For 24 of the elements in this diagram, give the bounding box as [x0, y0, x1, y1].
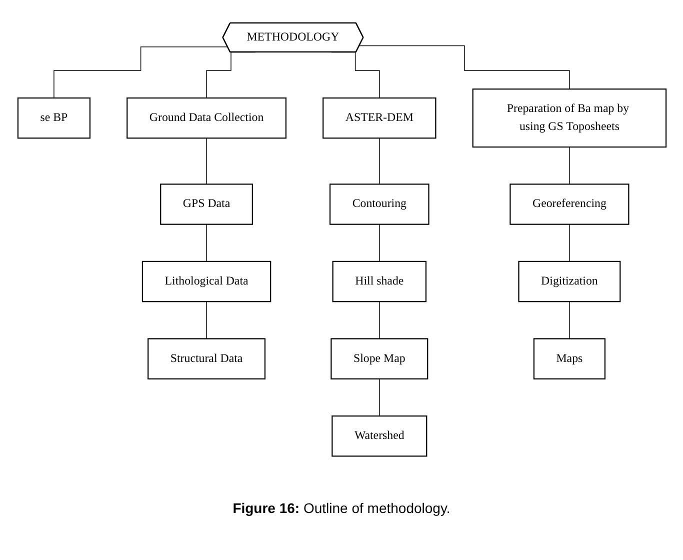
connector — [378, 224, 380, 262]
connector — [358, 46, 570, 90]
connector — [568, 147, 570, 185]
node-box: Maps — [532, 338, 606, 380]
figure-caption: Figure 16: Outline of methodology. — [232, 500, 450, 516]
node-box: Preparation of Ba map by using GS Toposheets — [472, 88, 666, 148]
node-box: Slope Map — [330, 338, 428, 380]
node-box: Digitization — [518, 261, 620, 303]
connector — [568, 224, 570, 262]
node-box: Lithological Data — [141, 261, 271, 303]
connector — [378, 302, 380, 340]
node-box: Structural Data — [147, 338, 266, 380]
node-box: GPS Data — [160, 184, 252, 226]
node-box: se BP — [16, 98, 90, 140]
node-box: Georeferencing — [509, 184, 629, 226]
connector — [53, 46, 228, 99]
node-box: Hill shade — [332, 261, 426, 303]
node-box: Contouring — [328, 184, 429, 226]
node-box: Watershed — [331, 416, 427, 458]
node-box: ASTER-DEM — [322, 98, 436, 140]
connector — [568, 302, 570, 340]
node-box: Ground Data Collection — [126, 98, 286, 140]
connector — [378, 138, 380, 185]
connector — [378, 378, 380, 417]
